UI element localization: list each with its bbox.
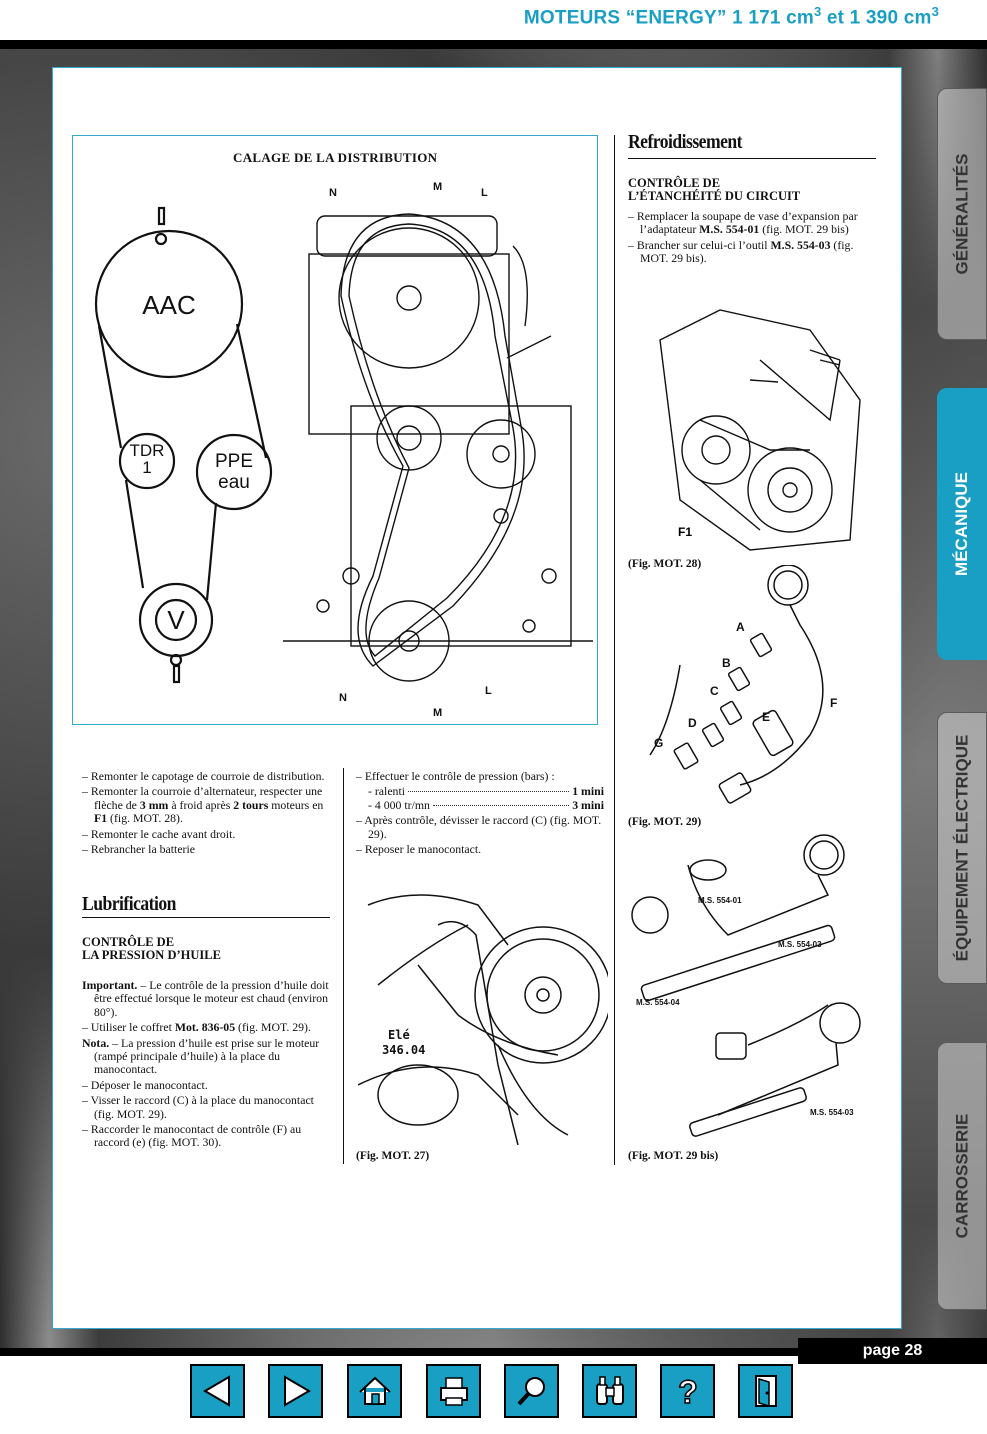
timing-figure-title: CALAGE DE LA DISTRIBUTION bbox=[233, 150, 438, 165]
prev-arrow-icon bbox=[202, 1375, 230, 1407]
label-l-top: L bbox=[481, 187, 488, 199]
timing-schematic: AAC TDR 1 PPE eau V N M L N L M bbox=[94, 181, 593, 719]
label-aac: AAC bbox=[142, 290, 195, 320]
help-question-icon: ? bbox=[677, 1373, 698, 1410]
label-tdr: TDR bbox=[130, 441, 165, 460]
label-m-bottom: M bbox=[433, 707, 442, 719]
fig29-label-a: A bbox=[736, 620, 745, 634]
item-remplacer-soupape: – Remplacer la soupape de vase d’expansi… bbox=[628, 209, 858, 237]
binoculars-icon bbox=[595, 1376, 624, 1405]
fig29-label-g: G bbox=[654, 736, 663, 750]
help-button[interactable]: ? bbox=[660, 1364, 715, 1418]
label-l-bottom: L bbox=[485, 685, 492, 697]
column-divider-1 bbox=[343, 768, 344, 1164]
right-column-text: – Remplacer la soupape de vase d’expansi… bbox=[628, 209, 876, 268]
next-button[interactable] bbox=[268, 1364, 323, 1418]
search-magnifier-icon bbox=[517, 1377, 545, 1406]
item-raccorder: – Raccorder le manocontact de contrôle (… bbox=[82, 1122, 302, 1150]
print-button[interactable] bbox=[426, 1364, 481, 1418]
tab-carrosserie[interactable]: CARROSSERIE bbox=[937, 1042, 987, 1310]
top-bar bbox=[0, 40, 987, 49]
fig29bis-label-ms1: M.S. 554-01 bbox=[698, 896, 742, 905]
timing-figure: CALAGE DE LA DISTRIBUTION bbox=[72, 135, 598, 725]
tab-generalites[interactable]: GÉNÉRALITÉS bbox=[937, 88, 987, 340]
fig27-label-num: 346.04 bbox=[382, 1043, 425, 1057]
prev-button[interactable] bbox=[190, 1364, 245, 1418]
fig29-label-b: B bbox=[722, 656, 731, 670]
rule-refroidissement bbox=[628, 158, 876, 159]
svg-text:?: ? bbox=[678, 1374, 698, 1410]
fig-mot-29-bis-drawing: M.S. 554-01 M.S. 554-03 M.S. 554-04 M.S.… bbox=[631, 834, 861, 1137]
binoculars-button[interactable] bbox=[582, 1364, 637, 1418]
fig27-label-ele: Elé bbox=[388, 1028, 410, 1042]
label-eau: eau bbox=[218, 472, 250, 493]
fig-mot-28-drawing: F1 bbox=[659, 309, 861, 551]
print-icon bbox=[439, 1377, 468, 1406]
tab-mecanique[interactable]: MÉCANIQUE bbox=[937, 388, 987, 660]
item-reposer: – Reposer le manocontact. bbox=[356, 842, 482, 857]
next-arrow-icon bbox=[283, 1375, 311, 1407]
rule-lubrification bbox=[82, 917, 330, 918]
left-column-text: – Remonter le capotage de courroie de di… bbox=[82, 769, 330, 858]
label-v: V bbox=[167, 605, 185, 635]
fig29bis-label-ms3: M.S. 554-03 bbox=[778, 940, 822, 949]
caption-fig-27: (Fig. MOT. 27) bbox=[356, 1150, 430, 1162]
item-deposer: – Déposer le manocontact. bbox=[82, 1077, 208, 1092]
item-remonter-cache: – Remonter le cache avant droit. bbox=[82, 826, 236, 841]
page-number: page 28 bbox=[798, 1338, 987, 1364]
fig29-label-f: F bbox=[830, 696, 837, 710]
middle-column-text: – Effectuer le contrôle de pression (bar… bbox=[356, 769, 604, 858]
home-icon bbox=[358, 1376, 391, 1405]
tab-equipement-electrique[interactable]: ÉQUIPEMENT ÉLECTRIQUE bbox=[937, 712, 987, 984]
label-ppe: PPE bbox=[215, 451, 253, 472]
section-refroidissement: Refroidissement bbox=[628, 131, 742, 153]
fig29-label-c: C bbox=[710, 684, 719, 698]
home-button[interactable] bbox=[347, 1364, 402, 1418]
label-m-top: M bbox=[433, 181, 442, 193]
left-column-text-2: Important. – Le contrôle de la pression … bbox=[82, 978, 330, 1152]
fig29bis-label-ms3b: M.S. 554-03 bbox=[810, 1108, 854, 1117]
item-brancher-outil: – Brancher sur celui-ci l’outil M.S. 554… bbox=[628, 237, 854, 266]
fig29-label-e: E bbox=[762, 710, 770, 724]
exit-door-icon bbox=[754, 1375, 777, 1408]
important-note: Important. – Le contrôle de la pression … bbox=[82, 978, 329, 1019]
section-lubrification: Lubrification bbox=[82, 893, 176, 915]
fig-mot-27-drawing: Elé 346.04 bbox=[358, 894, 608, 1145]
fig-mot-29-drawing: A B C D E F G bbox=[649, 565, 837, 804]
item-effectuer-controle: – Effectuer le contrôle de pression (bar… bbox=[356, 769, 555, 783]
caption-fig-29-bis: (Fig. MOT. 29 bis) bbox=[628, 1150, 719, 1162]
bottom-bar bbox=[0, 1348, 987, 1356]
header-title: MOTEURS “ENERGY” 1 171 cm3 et 1 390 cm3 bbox=[523, 4, 939, 29]
label-n-top: N bbox=[329, 187, 337, 199]
fig29bis-label-ms4: M.S. 554-04 bbox=[636, 998, 680, 1007]
item-apres-controle: – Après contrôle, dévisser le raccord (C… bbox=[356, 813, 602, 841]
item-rebrancher-batterie: – Rebrancher la batterie bbox=[82, 842, 195, 857]
fig28-label-f1: F1 bbox=[678, 525, 692, 539]
label-tdr-num: 1 bbox=[142, 458, 151, 477]
fig29-label-d: D bbox=[688, 716, 697, 730]
caption-fig-28: (Fig. MOT. 28) bbox=[628, 558, 702, 570]
search-button[interactable] bbox=[504, 1364, 559, 1418]
label-n-bottom: N bbox=[339, 692, 347, 704]
exit-button[interactable] bbox=[738, 1364, 793, 1418]
caption-fig-29: (Fig. MOT. 29) bbox=[628, 816, 702, 828]
item-remonter-capotage: – Remonter le capotage de courroie de di… bbox=[82, 769, 325, 783]
nota-note: Nota. – La pression d’huile est prise su… bbox=[82, 1035, 320, 1077]
item-coffret: – Utiliser le coffret Mot. 836-05 (fig. … bbox=[82, 1020, 311, 1035]
item-remonter-courroie: – Remonter la courroie d’alternateur, re… bbox=[82, 784, 324, 826]
column-divider-2 bbox=[614, 135, 615, 1165]
item-visser: – Visser le raccord (C) à la place du ma… bbox=[82, 1093, 314, 1121]
